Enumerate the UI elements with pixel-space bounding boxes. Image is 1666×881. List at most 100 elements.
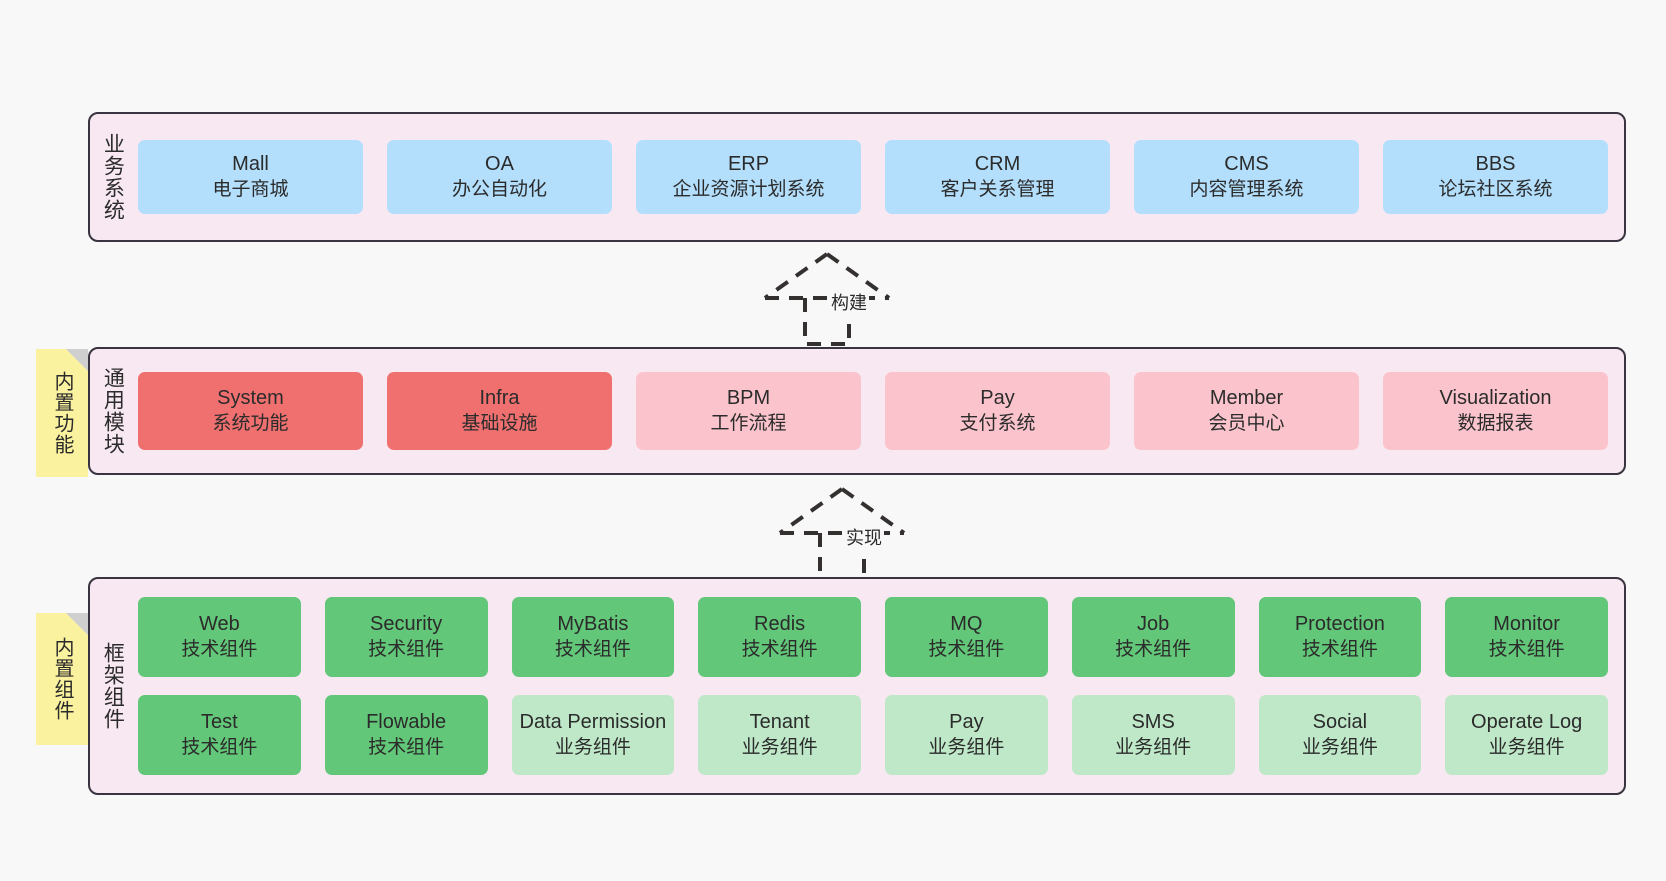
sticky-note-label: 内置功能 [51, 371, 73, 455]
cell-title: Test [201, 711, 238, 734]
cell-subtitle: 数据报表 [1457, 412, 1534, 434]
cell-mall[interactable]: Mall 电子商城 [138, 140, 363, 214]
cell-title: CMS [1224, 153, 1269, 176]
cell-title: BBS [1475, 153, 1516, 176]
cell-erp[interactable]: ERP 企业资源计划系统 [636, 140, 861, 214]
cell-sms[interactable]: SMS 业务组件 [1071, 695, 1235, 775]
cell-bbs[interactable]: BBS 论坛社区系统 [1383, 140, 1608, 214]
cell-mq[interactable]: MQ 技术组件 [885, 597, 1048, 677]
cell-title: SMS [1131, 711, 1175, 734]
cell-title: Tenant [749, 711, 810, 734]
arrowhead-left-edge [763, 252, 829, 300]
connector-build: 构建 [757, 252, 927, 346]
layer-body-framework-components: Web 技术组件 Security 技术组件 MyBatis 技术组件 Redi… [134, 579, 1624, 793]
cell-social[interactable]: Social 业务组件 [1258, 695, 1422, 775]
cell-oa[interactable]: OA 办公自动化 [387, 140, 612, 214]
cell-subtitle: 内容管理系统 [1189, 178, 1304, 200]
cell-subtitle: 基础设施 [461, 412, 538, 434]
cell-infra[interactable]: Infra 基础设施 [387, 372, 612, 450]
cell-security[interactable]: Security 技术组件 [324, 597, 488, 677]
cell-title: Redis [754, 613, 806, 636]
layer-title-framework-components: 框架组件 [101, 642, 125, 730]
cell-flowable[interactable]: Flowable 技术组件 [324, 695, 488, 775]
layer-row: System 系统功能 Infra 基础设施 BPM 工作流程 Pay 支付系统… [138, 372, 1608, 450]
cell-subtitle: 企业资源计划系统 [672, 178, 825, 200]
sticky-note-label: 内置组件 [51, 637, 73, 721]
cell-title: CRM [974, 153, 1021, 176]
cell-redis[interactable]: Redis 技术组件 [698, 597, 861, 677]
cell-title: Security [370, 613, 443, 636]
cell-subtitle: 技术组件 [368, 638, 445, 660]
cell-subtitle: 技术组件 [181, 638, 258, 660]
cell-title: BPM [726, 387, 771, 410]
layer-framework-components: 框架组件 Web 技术组件 Security 技术组件 MyBatis 技术组件… [88, 577, 1626, 795]
cell-bpm[interactable]: BPM 工作流程 [636, 372, 861, 450]
layer-title-common-modules: 通用模块 [101, 367, 125, 455]
layer-business-system: 业务系统 Mall 电子商城 OA 办公自动化 ERP 企业资源计划系统 CRM… [88, 112, 1626, 242]
cell-monitor[interactable]: Monitor 技术组件 [1445, 597, 1608, 677]
cell-title: Data Permission [519, 711, 667, 734]
cell-title: Flowable [366, 711, 447, 734]
cell-title: Infra [479, 387, 520, 410]
cell-title: Job [1137, 613, 1170, 636]
cell-title: OA [485, 153, 514, 176]
connector-implement: 实现 [772, 487, 942, 581]
cell-subtitle: 办公自动化 [451, 178, 547, 200]
cell-operate-log[interactable]: Operate Log 业务组件 [1445, 695, 1608, 775]
cell-pay-module[interactable]: Pay 支付系统 [885, 372, 1110, 450]
cell-title: Pay [980, 387, 1015, 410]
cell-subtitle: 技术组件 [1115, 638, 1192, 660]
cell-data-permission[interactable]: Data Permission 业务组件 [511, 695, 675, 775]
cell-title: Member [1209, 387, 1284, 410]
arrowhead-right-edge [825, 252, 891, 300]
cell-title: MQ [950, 613, 983, 636]
cell-subtitle: 技术组件 [181, 736, 258, 758]
layer-row: Web 技术组件 Security 技术组件 MyBatis 技术组件 Redi… [138, 597, 1608, 677]
cell-title: Pay [949, 711, 984, 734]
cell-subtitle: 电子商城 [212, 178, 289, 200]
cell-test[interactable]: Test 技术组件 [138, 695, 301, 775]
cell-subtitle: 业务组件 [1301, 736, 1378, 758]
cell-system[interactable]: System 系统功能 [138, 372, 363, 450]
cell-subtitle: 支付系统 [959, 412, 1036, 434]
arrowhead-right-edge [840, 487, 906, 535]
cell-title: MyBatis [557, 613, 629, 636]
cell-protection[interactable]: Protection 技术组件 [1258, 597, 1422, 677]
cell-subtitle: 客户关系管理 [940, 178, 1055, 200]
cell-subtitle: 技术组件 [741, 638, 818, 660]
cell-title: Web [198, 613, 240, 636]
cell-subtitle: 技术组件 [1488, 638, 1565, 660]
cell-subtitle: 工作流程 [710, 412, 787, 434]
layer-title-business-system: 业务系统 [101, 133, 125, 221]
cell-subtitle: 技术组件 [1301, 638, 1378, 660]
cell-title: Social [1312, 711, 1368, 734]
cell-mybatis[interactable]: MyBatis 技术组件 [511, 597, 675, 677]
cell-subtitle: 技术组件 [368, 736, 445, 758]
cell-member[interactable]: Member 会员中心 [1134, 372, 1359, 450]
cell-crm[interactable]: CRM 客户关系管理 [885, 140, 1110, 214]
cell-subtitle: 业务组件 [928, 736, 1005, 758]
cell-subtitle: 业务组件 [741, 736, 818, 758]
cell-title: ERP [727, 153, 770, 176]
cell-subtitle: 业务组件 [1115, 736, 1192, 758]
layer-body-business-system: Mall 电子商城 OA 办公自动化 ERP 企业资源计划系统 CRM 客户关系… [134, 114, 1624, 240]
cell-subtitle: 业务组件 [1488, 736, 1565, 758]
cell-job[interactable]: Job 技术组件 [1071, 597, 1235, 677]
layer-row: Test 技术组件 Flowable 技术组件 Data Permission … [138, 695, 1608, 775]
sticky-note-builtin-components: 内置组件 [36, 613, 88, 745]
cell-tenant[interactable]: Tenant 业务组件 [698, 695, 861, 775]
arrowhead-left-edge [778, 487, 844, 535]
cell-subtitle: 会员中心 [1208, 412, 1285, 434]
cell-visualization[interactable]: Visualization 数据报表 [1383, 372, 1608, 450]
layer-row: Mall 电子商城 OA 办公自动化 ERP 企业资源计划系统 CRM 客户关系… [138, 140, 1608, 214]
cell-subtitle: 业务组件 [554, 736, 631, 758]
cell-title: Monitor [1493, 613, 1560, 636]
cell-cms[interactable]: CMS 内容管理系统 [1134, 140, 1359, 214]
cell-subtitle: 系统功能 [212, 412, 289, 434]
cell-web[interactable]: Web 技术组件 [138, 597, 301, 677]
cell-title: Mall [232, 153, 269, 176]
layer-body-common-modules: System 系统功能 Infra 基础设施 BPM 工作流程 Pay 支付系统… [134, 349, 1624, 473]
connector-label: 实现 [844, 524, 884, 550]
cell-pay-component[interactable]: Pay 业务组件 [885, 695, 1048, 775]
